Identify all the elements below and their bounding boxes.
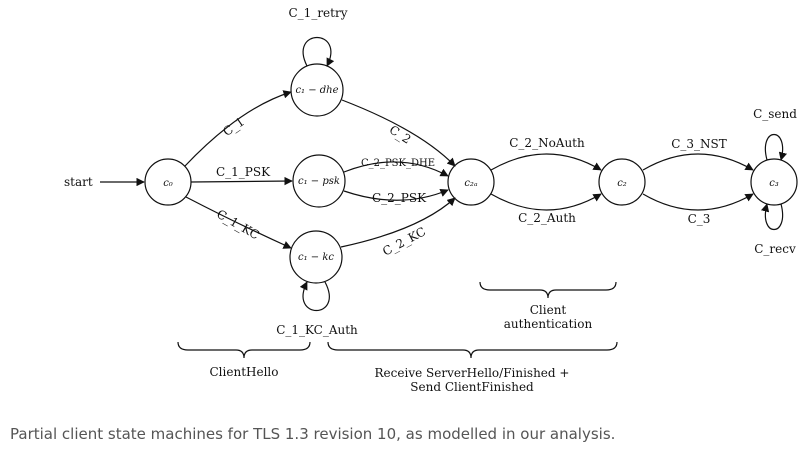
- edge-c-recv-label: C_recv: [754, 242, 796, 256]
- edge-c2-c3: [642, 193, 754, 211]
- brace-client-hello: [177, 341, 311, 359]
- edge-c2a-c2-auth: [490, 193, 602, 211]
- state-c0: c₀: [144, 158, 192, 206]
- edge-c1-psk-label: C_1_PSK: [216, 165, 271, 179]
- start-label: start: [64, 175, 93, 189]
- edge-c1psk-c2a-dhe: [343, 161, 449, 177]
- state-c1-kc: c₁ − kc: [289, 230, 343, 284]
- state-c1-kc-label: c₁ − kc: [298, 252, 334, 263]
- state-c1-psk: c₁ − psk: [292, 154, 346, 208]
- brace-client-auth-line2: authentication: [504, 317, 593, 331]
- edge-c1kc-c2a: [340, 197, 456, 248]
- edge-c3-label: C_3: [688, 212, 711, 226]
- edge-c-recv: [761, 203, 784, 230]
- state-c1-dhe-label: c₁ − dhe: [295, 85, 338, 96]
- state-machine-diagram: start c₀ c₁ − dhe c₁ − psk c₁ − kc c₂ₐ c…: [64, 6, 798, 394]
- edge-c2-kc-label: C_2_KC: [380, 224, 428, 258]
- edge-c2-label: C_2: [387, 123, 414, 147]
- state-c2a: c₂ₐ: [447, 158, 495, 206]
- state-c2a-label: c₂ₐ: [464, 178, 478, 189]
- edge-c1-kc-auth: [299, 281, 330, 312]
- edge-c0-c1kc: [185, 196, 292, 249]
- state-c2: c₂: [598, 158, 646, 206]
- edge-c0-c1dhe: [184, 90, 292, 167]
- edge-c1-retry: [302, 36, 335, 67]
- edge-c3-nst-label: C_3_NST: [671, 137, 727, 151]
- brace-server-line2: Send ClientFinished: [410, 380, 534, 394]
- state-c3: c₃: [750, 158, 798, 206]
- brace-client-auth: [479, 281, 617, 299]
- edge-c2-noauth-label: C_2_NoAuth: [509, 136, 585, 150]
- edge-c1dhe-c2a: [341, 99, 456, 167]
- edge-c-send-label: C_send: [753, 107, 797, 121]
- state-c1-dhe: c₁ − dhe: [290, 63, 344, 117]
- state-c1-psk-label: c₁ − psk: [298, 176, 340, 187]
- state-c3-label: c₃: [769, 178, 779, 189]
- state-c0-label: c₀: [163, 178, 173, 189]
- edge-c-send: [764, 134, 787, 161]
- edge-c1-kc-label: C_1_KC: [214, 207, 261, 242]
- edge-c0-c1psk: [190, 176, 293, 186]
- edge-c1-retry-label: C_1_retry: [289, 6, 348, 20]
- edge-c1psk-c2a: [343, 189, 449, 201]
- edge-c1-kc-auth-label: C_1_KC_Auth: [276, 323, 358, 337]
- brace-server: [327, 341, 618, 359]
- edge-c2-c3-nst: [642, 153, 754, 171]
- brace-server-line1: Receive ServerHello/Finished +: [375, 366, 570, 380]
- brace-client-hello-label: ClientHello: [210, 365, 279, 379]
- edge-c2-psk-label: C_2_PSK: [372, 191, 427, 205]
- figure-caption: Partial client state machines for TLS 1.…: [10, 425, 616, 443]
- state-c2-label: c₂: [617, 178, 627, 189]
- brace-client-auth-line1: Client: [530, 303, 567, 317]
- edge-c1-label: C_1: [220, 114, 247, 139]
- edge-c2a-c2-noauth: [490, 153, 602, 171]
- edge-c2-psk-dhe-label: C_2_PSK_DHE: [361, 158, 435, 169]
- edge-c2-auth-label: C_2_Auth: [518, 211, 576, 225]
